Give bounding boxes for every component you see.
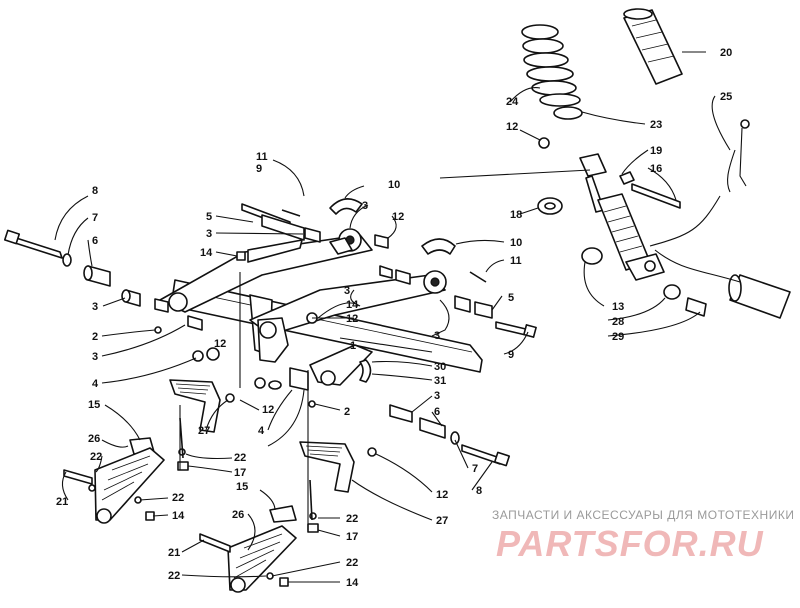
callout-25: 25 [720,91,732,103]
callout-22: 22 [90,451,102,463]
callout-11: 11 [510,255,522,267]
callout-4: 4 [258,425,265,437]
callout-5: 5 [508,292,514,304]
callout-12: 12 [506,121,518,133]
callout-17: 17 [346,531,358,543]
callout-14: 14 [346,577,359,589]
callout-27: 27 [198,425,210,437]
callout-3: 3 [206,228,212,240]
callout-2: 2 [344,406,350,418]
callout-7: 7 [472,463,478,475]
callout-7: 7 [92,212,98,224]
left-hardware [3,229,220,362]
callout-9: 9 [508,349,514,361]
callout-12: 12 [262,404,274,416]
callout-10: 10 [510,237,522,249]
callout-3: 3 [92,351,98,363]
callout-6: 6 [92,235,98,247]
callout-3: 3 [362,200,368,212]
callout-30: 30 [434,361,446,373]
callout-12: 12 [436,489,448,501]
right-hardware [254,295,537,467]
left-footrest [63,379,235,524]
callout-31: 31 [434,375,446,387]
callout-14: 14 [200,247,213,259]
remote-reservoir [649,119,791,319]
callout-28: 28 [612,316,624,328]
upper-hardware [236,198,487,324]
callout-2: 2 [92,331,98,343]
callout-17: 17 [234,467,246,479]
callout-18: 18 [510,209,522,221]
callout-27: 27 [436,515,448,527]
callout-24: 24 [506,96,519,108]
callout-26: 26 [88,433,100,445]
callout-6: 6 [434,406,440,418]
callout-labels: 1 2 2 3 3 3 3 3 3 3 4 4 5 5 6 6 7 7 8 8 … [56,47,732,589]
callout-14: 14 [172,510,185,522]
callout-10: 10 [388,179,400,191]
callout-1: 1 [350,340,356,352]
callout-21: 21 [56,496,68,508]
callout-14-upper: 14 [346,299,359,311]
callout-3: 3 [434,330,440,342]
watermark-caption: ЗАПЧАСТИ И АКСЕССУАРЫ ДЛЯ МОТОТЕХНИКИ [492,508,795,522]
callout-3-lower: 12 [346,313,358,325]
rubber-boot [623,8,683,85]
callout-23: 23 [650,119,662,131]
callout-26: 26 [232,509,244,521]
callout-8: 8 [92,185,98,197]
callout-22: 22 [234,452,246,464]
shock-absorber [537,137,707,317]
callout-15: 15 [88,399,100,411]
callout-20: 20 [720,47,732,59]
callout-12: 12 [214,338,226,350]
callout-22: 22 [346,557,358,569]
callout-19: 19 [650,145,662,157]
callout-9: 9 [256,163,262,175]
callout-22: 22 [168,570,180,582]
callout-22: 22 [346,513,358,525]
callout-22: 22 [172,492,184,504]
spring [521,24,583,120]
callout-15: 15 [236,481,248,493]
right-footrest [199,441,377,593]
callout-12: 12 [392,211,404,223]
callout-3: 3 [434,390,440,402]
watermark-logo: PARTSFOR.RU [496,523,764,564]
callout-11: 11 [256,151,268,163]
callout-4: 4 [92,378,99,390]
leader-lines [54,51,731,583]
right-pivot-arm [249,270,447,386]
center-bracket [257,317,289,363]
callout-3: 3 [344,285,350,297]
callout-21: 21 [168,547,180,559]
callout-29: 29 [612,331,624,343]
callout-8: 8 [476,485,482,497]
callout-3: 3 [92,301,98,313]
callout-5: 5 [206,211,212,223]
callout-16: 16 [650,163,662,175]
callout-13: 13 [612,301,624,313]
